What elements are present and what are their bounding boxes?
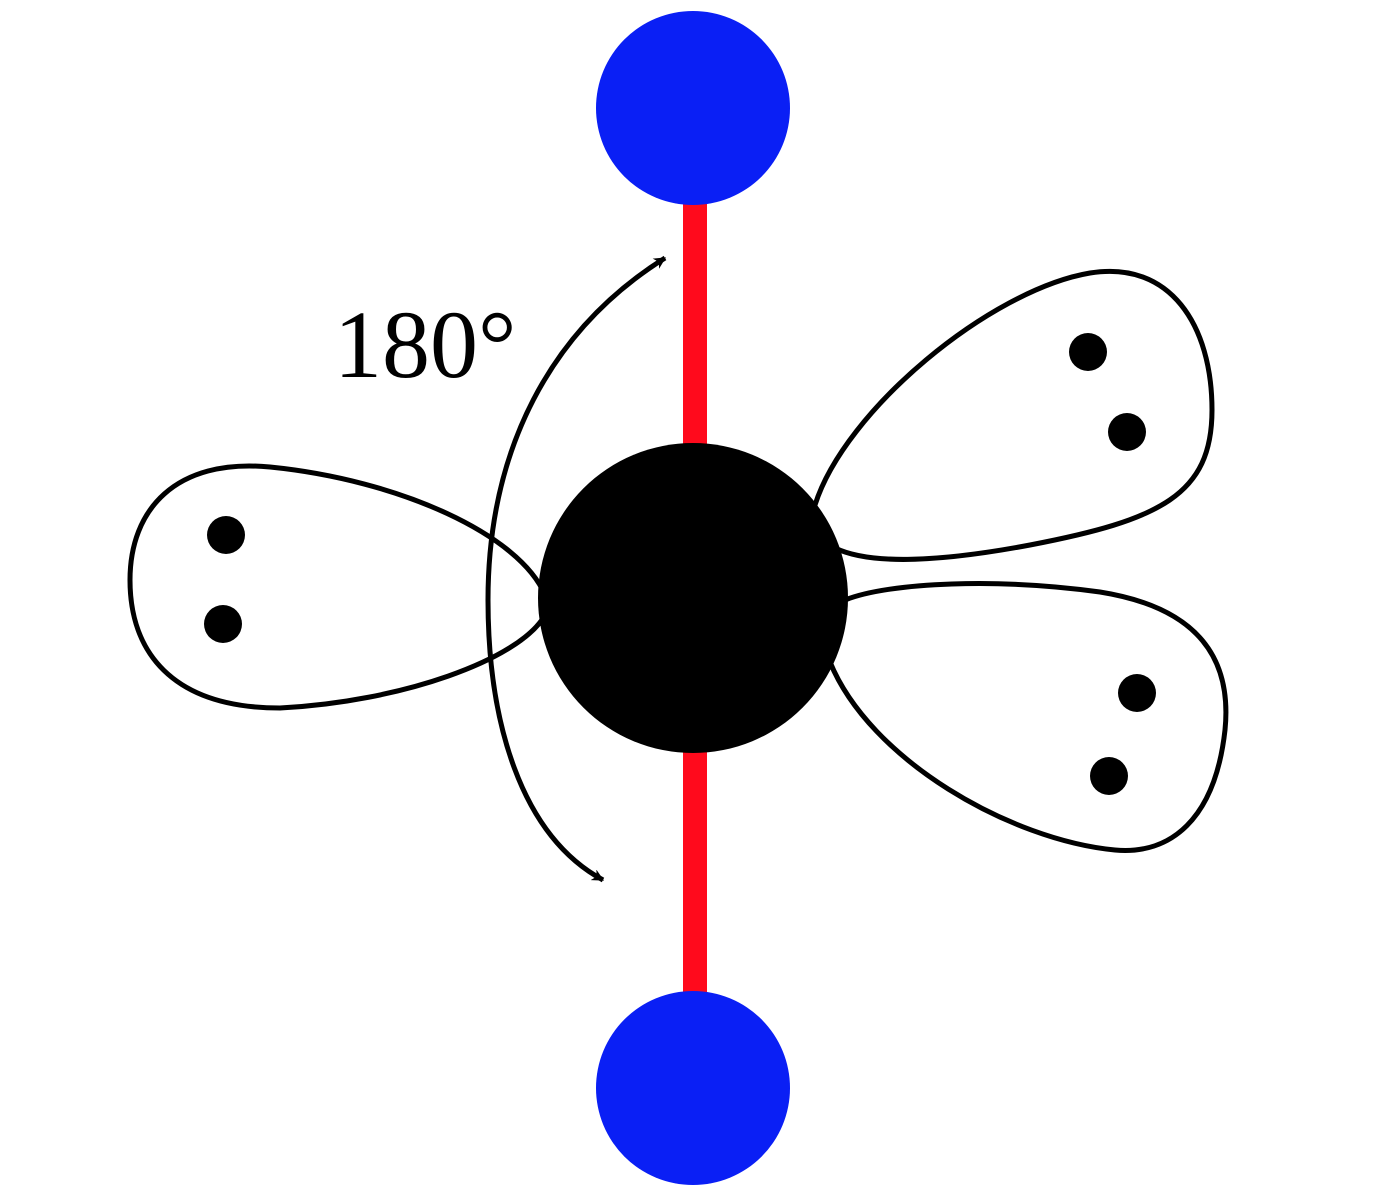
lone-pair-upper-right [812,268,1215,562]
outer-atom-bottom [596,991,790,1185]
electron-dot [1069,333,1107,371]
central-atom [538,443,848,753]
outer-atom-top [596,11,790,205]
electron-dot [204,605,242,643]
lone-pair-left [127,463,548,711]
angle-label: 180° [334,291,516,398]
lone-pair-lower-right [827,581,1229,853]
electron-dot [1118,674,1156,712]
lone-pair-lobe [812,268,1215,562]
lone-pair-lobe [127,463,548,711]
electron-dot [1090,757,1128,795]
electron-dot [1108,413,1146,451]
electron-dot [207,516,245,554]
lone-pair-lobe [827,581,1229,853]
bond-angle-arrow [485,255,667,883]
